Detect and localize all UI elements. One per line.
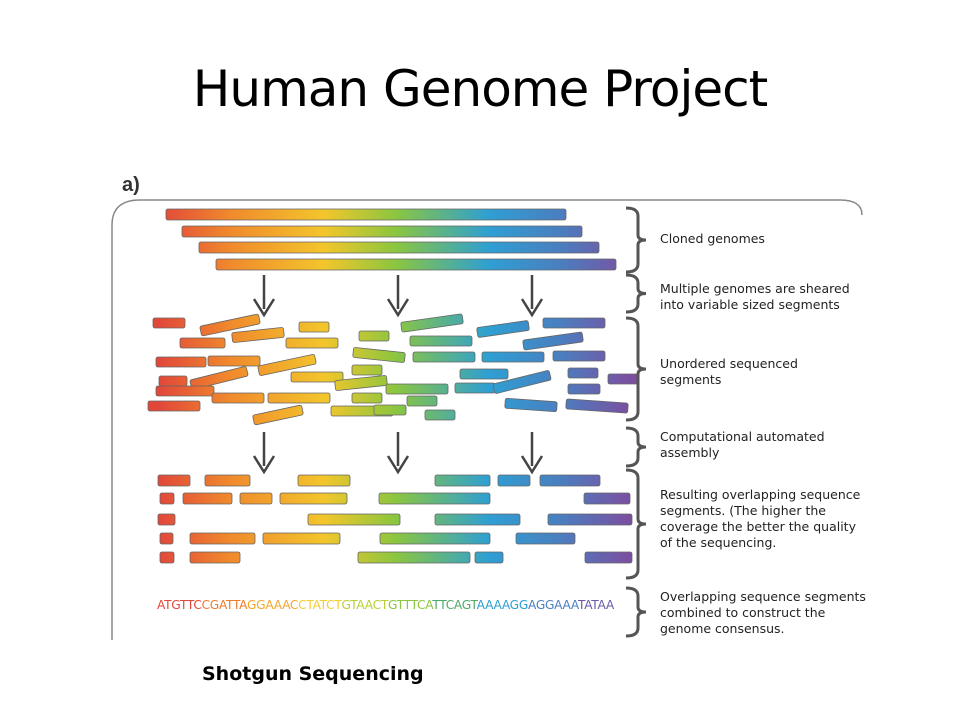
sequenced-fragment xyxy=(409,335,473,347)
sequenced-fragment xyxy=(565,398,629,414)
cloned-genome-bar xyxy=(215,258,617,271)
overlapping-segment xyxy=(182,492,233,505)
sequenced-fragment xyxy=(155,385,215,397)
brackets xyxy=(625,206,647,638)
consensus-sequence: ATGTTCCGATTAGGAAACCTATCTGTAACTGTTTCATTCA… xyxy=(157,598,614,612)
brace-icon xyxy=(625,468,647,580)
overlapping-segment xyxy=(159,492,175,505)
down-arrow-icon xyxy=(520,432,544,475)
step-label-consensus: Overlapping sequence segments combined t… xyxy=(660,589,866,636)
sequenced-fragment xyxy=(385,383,449,395)
overlapping-segment xyxy=(279,492,348,505)
sequenced-fragment xyxy=(158,375,188,387)
overlapping-segment xyxy=(515,532,576,545)
overlapping-segment xyxy=(539,474,601,487)
panel-frame xyxy=(111,199,863,640)
caption: Shotgun Sequencing xyxy=(202,663,424,685)
overlapping-segment xyxy=(583,492,631,505)
sequenced-fragment xyxy=(504,397,558,413)
down-arrow-icon xyxy=(252,275,276,318)
sequenced-fragment xyxy=(406,395,438,407)
overlapping-segment xyxy=(239,492,273,505)
overlapping-segment xyxy=(434,474,491,487)
sequenced-fragment xyxy=(257,354,317,376)
sequenced-fragment xyxy=(189,366,249,390)
down-arrow-icon xyxy=(252,432,276,475)
brace-icon xyxy=(625,206,647,274)
step-label-unordered: Unordered sequenced segments xyxy=(660,356,798,387)
overlapping-segment xyxy=(157,474,191,487)
sequenced-fragment xyxy=(352,347,406,363)
sequenced-fragment xyxy=(290,371,344,383)
sequenced-fragment xyxy=(152,317,186,329)
overlapping-segment xyxy=(379,532,491,545)
sequenced-fragment xyxy=(252,404,304,426)
sequenced-fragment xyxy=(358,330,390,342)
sequenced-fragment xyxy=(179,337,226,349)
cloned-genome-bar xyxy=(165,208,567,221)
sequenced-fragment xyxy=(424,409,456,421)
step-label-sheared: Multiple genomes are sheared into variab… xyxy=(660,281,850,312)
sequenced-fragment xyxy=(607,373,639,385)
step-label-overlapping: Resulting overlapping sequence segments.… xyxy=(660,487,861,550)
overlapping-segment xyxy=(297,474,351,487)
sequenced-fragment xyxy=(285,337,339,349)
overlapping-segment xyxy=(159,532,174,545)
overlapping-segment xyxy=(497,474,531,487)
sequenced-fragment xyxy=(412,351,476,363)
brace-icon xyxy=(625,586,647,638)
overlapping-segment xyxy=(159,551,175,564)
sequenced-fragment xyxy=(492,370,552,394)
step-label-assembly: Computational automated assembly xyxy=(660,429,825,460)
overlapping-segment xyxy=(584,551,633,564)
sequenced-fragment xyxy=(481,351,545,363)
overlapping-segment xyxy=(157,513,176,526)
sequenced-fragment xyxy=(298,321,330,333)
overlapping-segment xyxy=(547,513,633,526)
sequenced-fragment xyxy=(567,383,601,395)
overlapping-segment xyxy=(474,551,504,564)
overlapping-segment xyxy=(189,532,256,545)
sequenced-fragment xyxy=(351,364,383,376)
overlapping-segment xyxy=(357,551,471,564)
step-label-cloned: Cloned genomes xyxy=(660,231,765,246)
sequenced-fragment xyxy=(231,327,285,343)
sequenced-fragment xyxy=(155,356,207,368)
down-arrow-icon xyxy=(386,432,410,475)
cloned-genome-bar xyxy=(181,225,583,238)
cloned-genome-bar xyxy=(198,241,600,254)
sequenced-fragment xyxy=(267,392,331,404)
sequenced-fragment xyxy=(454,382,496,394)
sequenced-fragment xyxy=(476,320,530,338)
brace-icon xyxy=(625,273,647,314)
sequenced-fragment xyxy=(459,368,509,380)
slide-title: Human Genome Project xyxy=(192,60,768,118)
sequenced-fragment xyxy=(211,392,265,404)
sequenced-fragment xyxy=(207,355,261,367)
overlapping-segment xyxy=(434,513,521,526)
down-arrow-icon xyxy=(520,275,544,318)
overlapping-segment xyxy=(262,532,341,545)
segments xyxy=(147,208,639,564)
overlapping-segment xyxy=(378,492,491,505)
sequenced-fragment xyxy=(351,392,383,404)
sequenced-fragment xyxy=(334,375,388,391)
sequenced-fragment xyxy=(199,313,261,337)
panel-label: a) xyxy=(122,174,140,196)
brace-icon xyxy=(625,316,647,422)
sequenced-fragment xyxy=(552,350,606,362)
brace-icon xyxy=(625,426,647,468)
overlapping-segment xyxy=(189,551,241,564)
sequenced-fragment xyxy=(542,317,606,329)
sequenced-fragment xyxy=(400,313,464,333)
sequenced-fragment xyxy=(567,367,599,379)
sequenced-fragment xyxy=(373,404,407,416)
sequenced-fragment xyxy=(147,400,201,412)
overlapping-segment xyxy=(204,474,251,487)
arrows xyxy=(252,275,544,475)
sequenced-fragment xyxy=(522,331,584,351)
down-arrow-icon xyxy=(386,275,410,318)
overlapping-segment xyxy=(307,513,401,526)
